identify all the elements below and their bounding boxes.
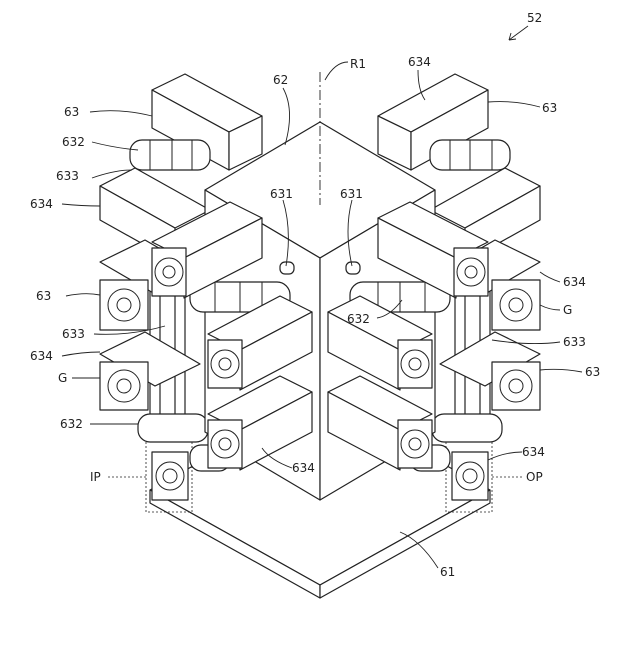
label-634-right-mid: 634 [563,275,586,289]
label-g-left: G [58,371,67,385]
label-633-left: 633 [56,169,79,183]
label-631-left: 631 [270,187,293,201]
label-r1-upper: R1 [350,57,366,71]
label-634-center-lower: 634 [292,461,315,475]
label-ip: IP [90,470,101,484]
label-op: OP [526,470,543,484]
label-634-left: 634 [30,197,53,211]
label-632-left: 632 [62,135,85,149]
label-61: 61 [440,565,455,579]
label-figure-number: 52 [527,11,542,25]
label-634-left-lower: 634 [30,349,53,363]
label-631-right: 631 [340,187,363,201]
label-g-right: G [563,303,572,317]
label-63-right-lower: 63 [585,365,600,379]
label-62: 62 [273,73,288,87]
label-632-center: 632 [347,312,370,326]
label-634-right-lower: 634 [522,445,545,459]
label-63-left-mid: 63 [36,289,51,303]
label-63-upper-right: 63 [542,101,557,115]
label-633-right: 633 [563,335,586,349]
label-634-top: 634 [408,55,431,69]
label-63-upper-left: 63 [64,105,79,119]
label-633-left-mid: 633 [62,327,85,341]
label-632-left-lower: 632 [60,417,83,431]
